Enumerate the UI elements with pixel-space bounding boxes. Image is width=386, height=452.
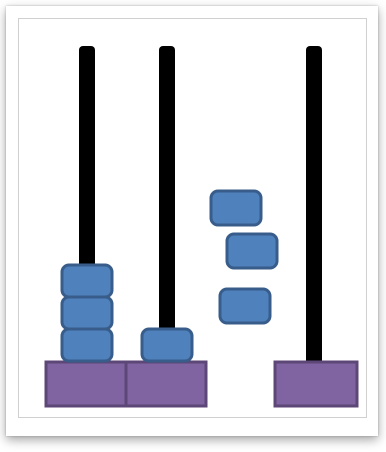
bead-rod2-1	[140, 327, 194, 363]
rods	[79, 46, 322, 366]
base-1	[44, 360, 128, 408]
loose-bead-3	[218, 287, 272, 325]
loose-bead-2	[225, 232, 279, 270]
rod-3	[306, 46, 322, 366]
rod-2	[159, 46, 175, 366]
bead-rod1-3	[60, 263, 114, 299]
base-2	[124, 360, 208, 408]
bead-rod1-1	[60, 327, 114, 363]
stacked-beads	[60, 263, 194, 363]
loose-bead-1	[209, 189, 263, 227]
bases	[44, 360, 359, 408]
loose-beads	[209, 189, 279, 325]
base-3	[273, 360, 359, 408]
bead-rod1-2	[60, 295, 114, 331]
